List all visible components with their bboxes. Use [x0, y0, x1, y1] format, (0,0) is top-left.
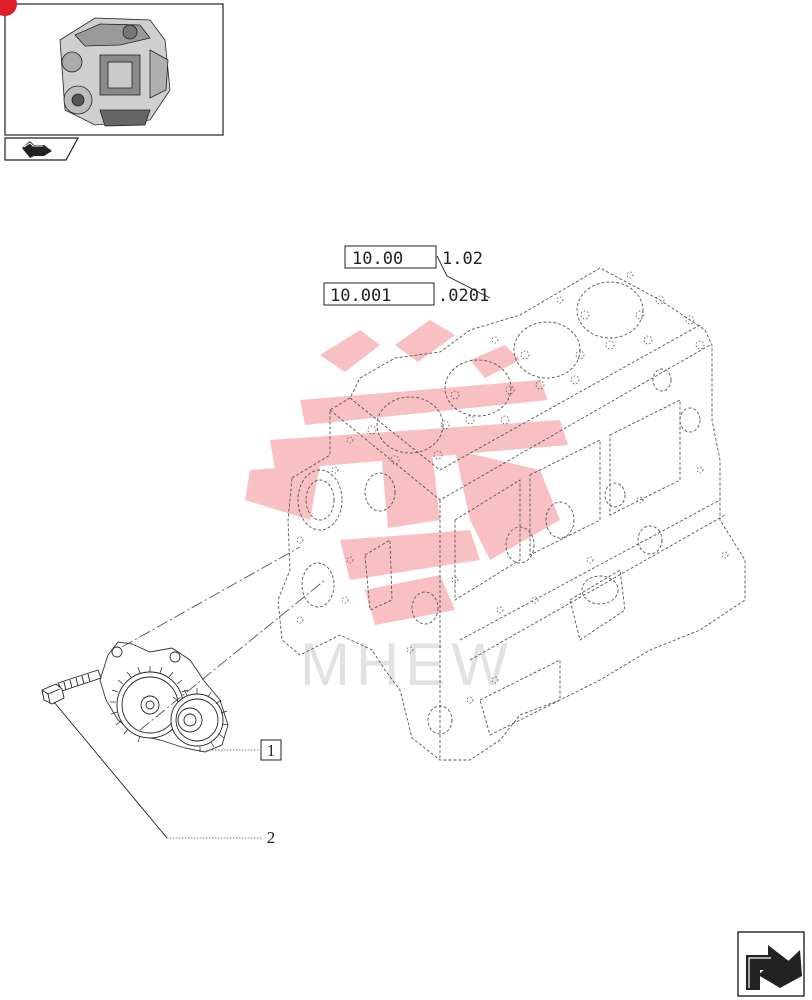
back-button[interactable] [4, 137, 80, 161]
red-corner-marker-icon [0, 0, 17, 16]
bolt-drawing [41, 669, 102, 705]
assembly-guide-lines [121, 546, 326, 731]
callout-leader-lines [53, 255, 491, 839]
next-page-button[interactable] [737, 931, 805, 997]
callout-1[interactable]: 1 [260, 739, 282, 761]
callout-2[interactable]: 2 [267, 828, 276, 847]
back-arrow-icon [22, 141, 52, 158]
ref-code-1[interactable]: 10.00 1.02 [344, 245, 483, 269]
ref-code-2[interactable]: 10.001 .0201 [323, 282, 489, 306]
ref-code-1-rest: 1.02 [442, 249, 483, 269]
engine-thumbnail-panel[interactable] [0, 0, 224, 136]
engine-thumbnail-icon [59, 17, 171, 127]
ref-code-2-boxed: 10.001 [330, 286, 391, 306]
oil-pump-drawing [99, 641, 229, 753]
callout-2-label: 2 [267, 828, 276, 847]
next-page-arrow-icon [746, 945, 802, 990]
watermark-text: MHEW [300, 631, 514, 698]
ref-code-2-rest: .0201 [438, 286, 489, 306]
engine-block-drawing [277, 267, 746, 761]
ref-code-1-boxed: 10.00 [352, 249, 403, 269]
callout-1-label: 1 [267, 741, 276, 760]
